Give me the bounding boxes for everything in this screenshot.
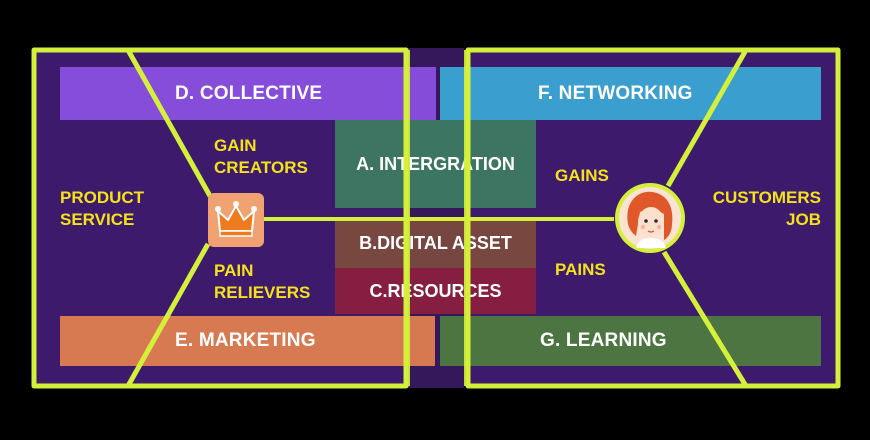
resources-label: C.RESOURCES [369,280,502,301]
crown-icon-box [208,193,264,247]
integration-label: A. INTERGRATION [356,153,515,174]
collective-label: D. COLLECTIVE [175,82,323,104]
customer-avatar-icon [615,183,685,253]
resources-box: C.RESOURCES [335,268,536,314]
collective-band: D. COLLECTIVE [60,67,436,120]
learning-label: G. LEARNING [540,330,667,351]
learning-band: G. LEARNING [440,316,821,366]
marketing-label: E. MARKETING [175,330,316,351]
networking-label: F. NETWORKING [538,82,693,104]
customers-job-label: CUSTOMERS JOB [712,188,821,229]
product-service-label: PRODUCT SERVICE [60,188,145,229]
digital-asset-label: B.DIGITAL ASSET [359,232,512,253]
integration-box: A. INTERGRATION [335,120,536,208]
pains-label: PAINS [555,260,606,279]
pain-relievers-label: PAIN RELIEVERS [214,261,311,302]
crown-icon [215,201,257,237]
digital-asset-box: B.DIGITAL ASSET [335,218,536,268]
networking-band: F. NETWORKING [440,67,821,120]
gain-creators-label: GAIN CREATORS [214,136,308,177]
gains-label: GAINS [555,166,609,185]
marketing-band: E. MARKETING [60,316,435,366]
